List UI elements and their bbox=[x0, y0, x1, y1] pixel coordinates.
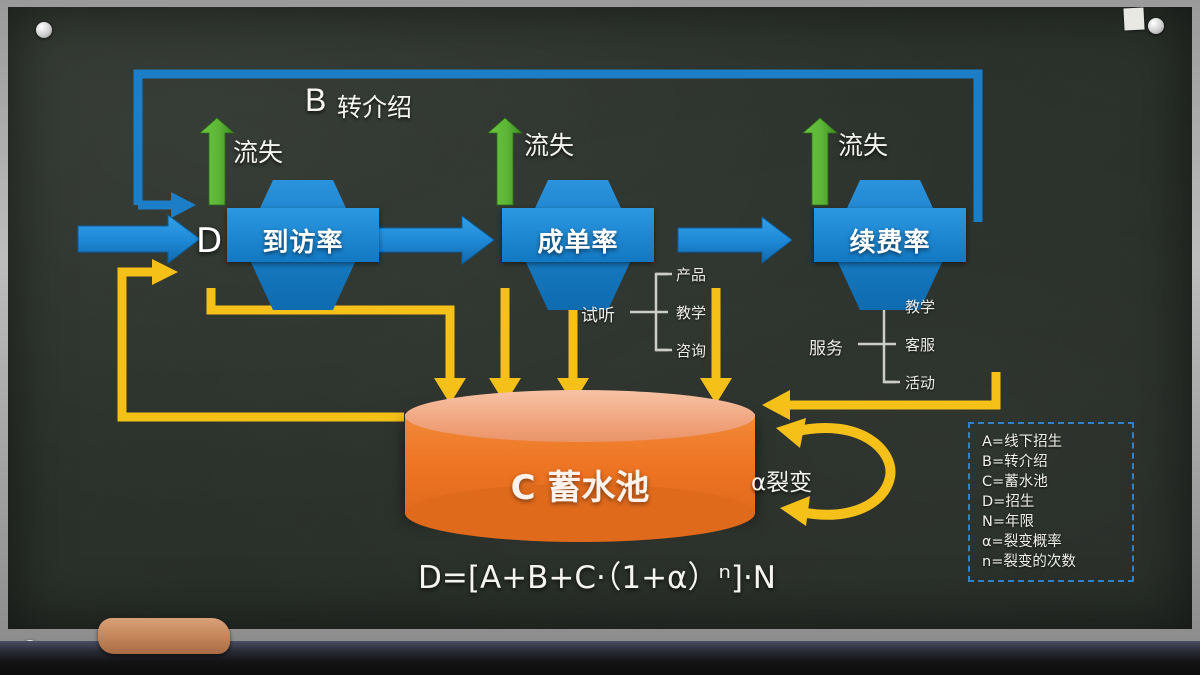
loss-arrow-2 bbox=[486, 117, 524, 206]
loss-label-3: 流失 bbox=[838, 131, 889, 160]
referral-label-letter: B bbox=[305, 82, 327, 118]
branch-title-service: 服务 bbox=[809, 339, 843, 359]
branch-item-audition-2: 教学 bbox=[676, 304, 707, 322]
node-band-visit-rate bbox=[227, 208, 379, 262]
pool-inflow-path-1 bbox=[206, 288, 466, 404]
service-return-path bbox=[762, 372, 1001, 420]
legend-item: C=蓄水池 bbox=[982, 474, 1048, 490]
node-band-renewal-rate bbox=[814, 208, 966, 262]
blue-flow-arrow-1 bbox=[373, 215, 495, 265]
fission-loop-arrow bbox=[776, 418, 896, 526]
loss-label-2: 流失 bbox=[524, 131, 575, 160]
fission-label: α裂变 bbox=[751, 470, 813, 496]
legend-item: α=裂变概率 bbox=[982, 534, 1062, 550]
reservoir-label: C 蓄水池 bbox=[510, 468, 650, 508]
eraser-icon bbox=[98, 618, 230, 654]
loss-label-1: 流失 bbox=[233, 138, 284, 167]
legend-item: n=裂变的次数 bbox=[982, 554, 1076, 570]
screw-icon bbox=[36, 22, 52, 38]
legend-item: N=年限 bbox=[982, 514, 1034, 530]
formula-text: D=[A+B+C·（1+α）ⁿ]·N bbox=[418, 560, 776, 596]
pool-inflow-path-2 bbox=[489, 288, 521, 404]
node-label-visit-rate: 到访率 bbox=[262, 228, 344, 258]
branch-bracket-audition bbox=[630, 272, 672, 352]
loss-arrow-3 bbox=[801, 117, 839, 206]
branch-item-audition-1: 产品 bbox=[676, 266, 707, 284]
entry-label-d: D bbox=[196, 221, 223, 261]
blue-flow-arrow-2 bbox=[677, 215, 793, 265]
branch-item-service-2: 客服 bbox=[905, 336, 936, 354]
blue-flow-arrow-entry bbox=[77, 214, 201, 264]
branch-bracket-service bbox=[858, 304, 900, 384]
node-label-close-rate: 成单率 bbox=[537, 228, 619, 258]
node-label-renewal-rate: 续费率 bbox=[849, 228, 931, 258]
legend-item: D=招生 bbox=[982, 494, 1035, 510]
screw-icon bbox=[1148, 18, 1164, 34]
referral-label-text: 转介绍 bbox=[337, 93, 413, 122]
pool-recycle-path bbox=[117, 259, 404, 422]
legend-box: A=线下招生 B=转介绍 C=蓄水池 D=招生 N=年限 α=裂变概率 n=裂变… bbox=[968, 422, 1134, 582]
legend-item: A=线下招生 bbox=[982, 434, 1063, 450]
node-band-close-rate bbox=[502, 208, 654, 262]
branch-item-service-1: 教学 bbox=[905, 298, 936, 316]
branch-item-service-3: 活动 bbox=[905, 374, 936, 392]
loss-arrow-1 bbox=[198, 117, 236, 206]
referral-loop-path bbox=[133, 69, 983, 222]
branch-item-audition-3: 咨询 bbox=[676, 342, 707, 360]
reservoir-top-ellipse bbox=[405, 390, 755, 442]
legend-item: B=转介绍 bbox=[982, 454, 1048, 470]
pool-inflow-path-4 bbox=[700, 288, 732, 404]
reservoir-bottom-ellipse bbox=[405, 484, 755, 542]
branch-title-audition: 试听 bbox=[581, 306, 615, 326]
